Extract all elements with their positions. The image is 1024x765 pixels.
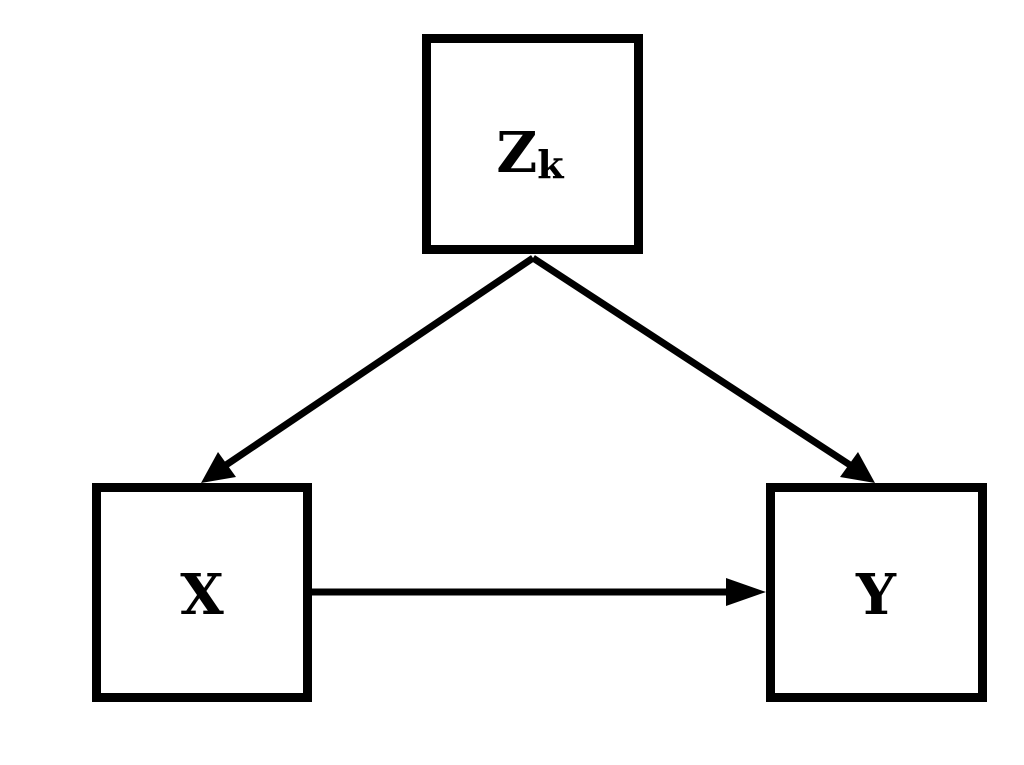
node-y: Y — [766, 483, 987, 702]
edge-x-to-y-arrowhead — [726, 578, 766, 606]
node-y-box — [766, 483, 987, 702]
edge-x-to-y — [312, 578, 766, 606]
node-x-box — [92, 483, 312, 702]
node-y-label: Y — [855, 562, 897, 628]
node-x: X — [92, 483, 312, 702]
node-z-subscript: k — [537, 142, 564, 187]
node-x-label: X — [180, 562, 224, 628]
edge-z-to-y-arrowhead — [840, 452, 875, 483]
edge-z-to-y-line — [531, 255, 852, 468]
edge-z-to-x-arrowhead — [201, 452, 236, 483]
edge-z-to-x — [201, 255, 535, 483]
node-z-box — [422, 34, 643, 254]
node-z-main: Z — [496, 120, 537, 186]
edge-z-to-y — [531, 255, 875, 483]
node-z: Zk — [422, 34, 643, 254]
edges — [201, 255, 875, 606]
edge-z-to-x-line — [224, 255, 535, 468]
node-z-label: Zk — [496, 120, 564, 187]
